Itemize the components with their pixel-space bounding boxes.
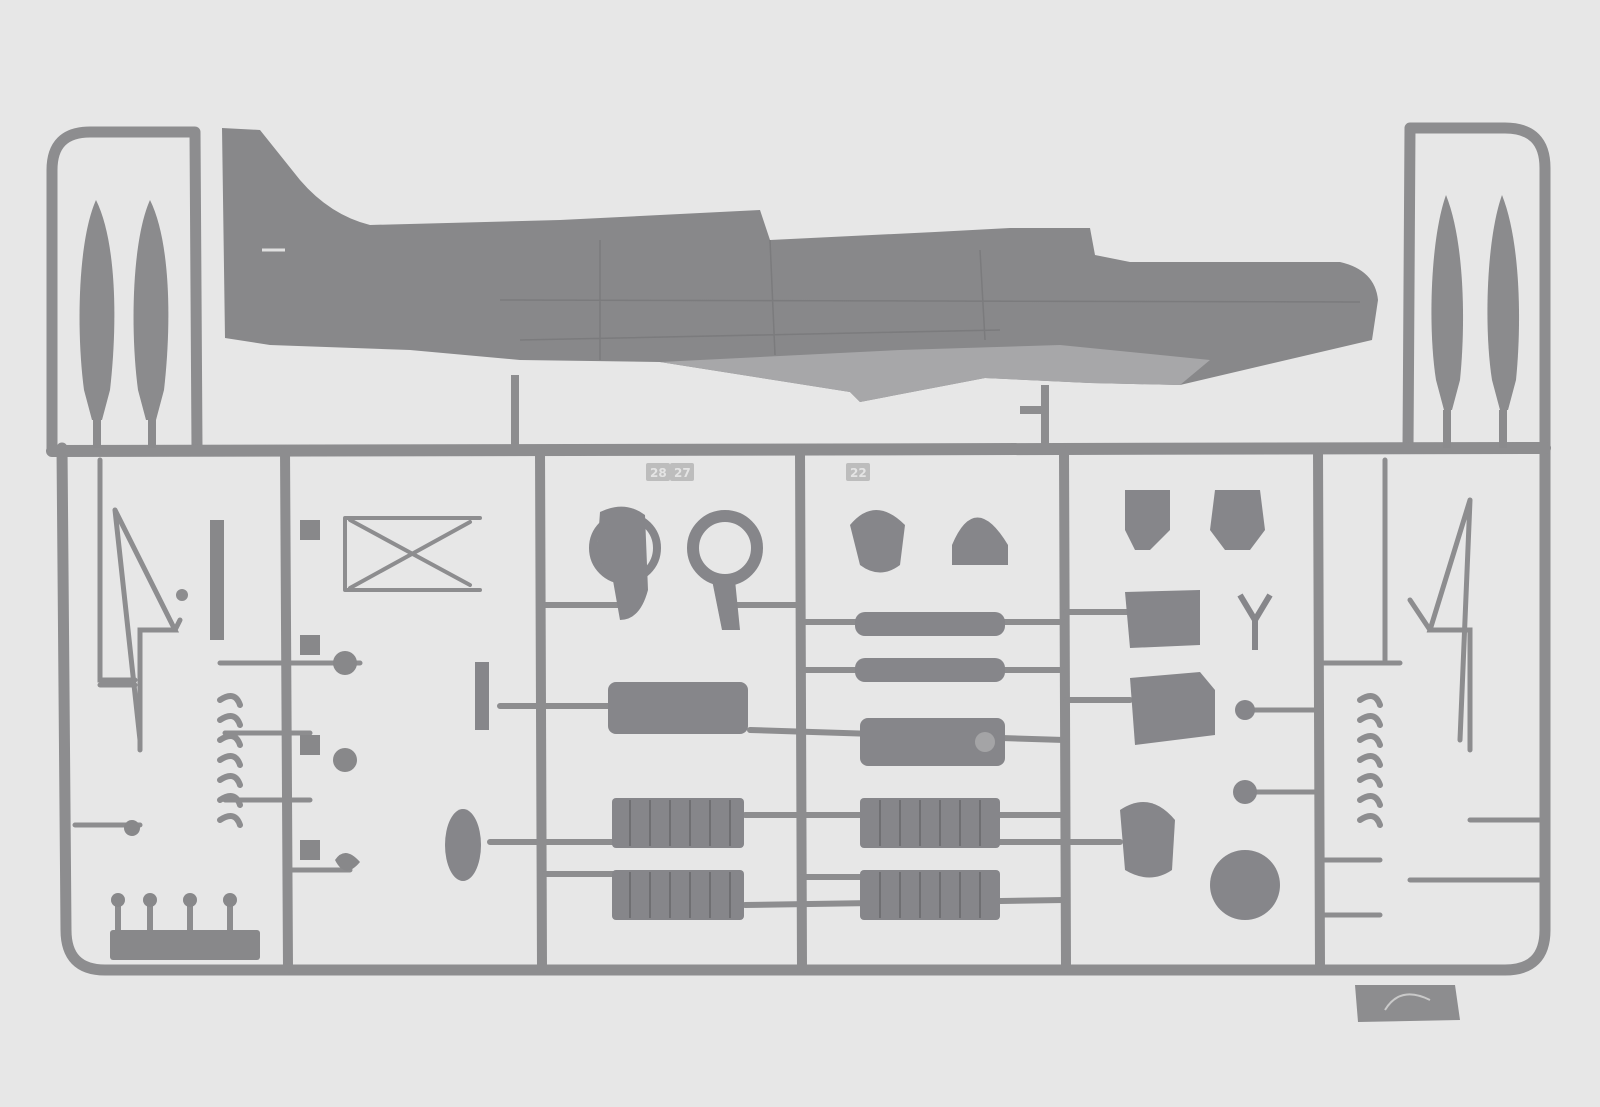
scoop-1: [1125, 590, 1200, 648]
nose-cone-2: [952, 517, 1008, 565]
right-struts: [1357, 457, 1473, 828]
strut-frame-left: [97, 457, 183, 753]
runner-v3: [795, 446, 807, 973]
manufacturer-logo-tab: [1355, 985, 1460, 1022]
frame-outer: [46, 126, 203, 454]
canopy-frame-triangle: [343, 516, 482, 592]
radiator-ribs-2: [879, 800, 981, 918]
runner-v4: [1059, 446, 1071, 973]
spinner-hub: [595, 506, 648, 620]
radiator-2: [612, 870, 744, 920]
small-bar: [475, 662, 489, 730]
propeller-blades-left: [79, 200, 169, 448]
left-struts: [97, 457, 482, 938]
part-number-28: 28: [650, 466, 667, 480]
bracket-2: [1210, 490, 1265, 550]
part-number-22: 22: [850, 466, 867, 480]
frame-right-top: [56, 122, 1551, 976]
disc-part: [1210, 850, 1280, 920]
right-middle-parts: [1120, 490, 1280, 920]
oil-tank-1: [608, 682, 748, 734]
scoop-2: [1130, 672, 1215, 745]
fuselage-shading: [660, 345, 1210, 402]
middle-left-parts: [445, 506, 763, 920]
small-knob-left: [176, 589, 188, 601]
exhaust-stubs-left: [217, 693, 243, 828]
gun-barrel-2: [855, 658, 1005, 682]
fuselage-body: [222, 128, 1378, 402]
small-levers-bottom: [115, 902, 233, 938]
radiator-3: [860, 798, 1000, 848]
runner-v1: [280, 446, 293, 973]
prop-blade-3: [1431, 195, 1464, 410]
sprue-frame: [46, 122, 1551, 976]
prop-blade-4: [1487, 195, 1520, 410]
gate-row-1: [542, 602, 1133, 625]
fuselage-panel-lines: [499, 239, 1361, 360]
wheel-leg: [712, 580, 740, 630]
prop-blade-1: [79, 200, 115, 420]
left-small-parts: [110, 520, 360, 960]
gate-row-right: [1237, 660, 1543, 918]
propeller-blades-right: [1431, 195, 1520, 448]
engine-block: [860, 718, 1005, 766]
gun-barrel-1: [855, 612, 1005, 636]
middle-right-parts: [850, 510, 1008, 920]
runner-v2: [535, 446, 547, 973]
bracket-1: [1125, 490, 1170, 550]
radiator-4: [860, 870, 1000, 920]
radiator-1: [612, 798, 744, 848]
fuselage-gates: [511, 375, 1049, 450]
gate-row-left: [72, 660, 363, 873]
nose-cone-1: [850, 510, 905, 573]
main-wheel: [445, 809, 481, 881]
logo-mark: [1384, 993, 1431, 1011]
prop-blade-2: [133, 200, 169, 420]
fuselage-half: [222, 128, 1378, 450]
part-number-27: 27: [674, 466, 691, 480]
part-number-tags: 28 27 22: [646, 463, 870, 481]
radiator-ribs: [629, 800, 731, 918]
y-strut: [1237, 593, 1273, 650]
spinner-back: [1120, 802, 1175, 878]
wheel-ring-1: [589, 512, 661, 584]
